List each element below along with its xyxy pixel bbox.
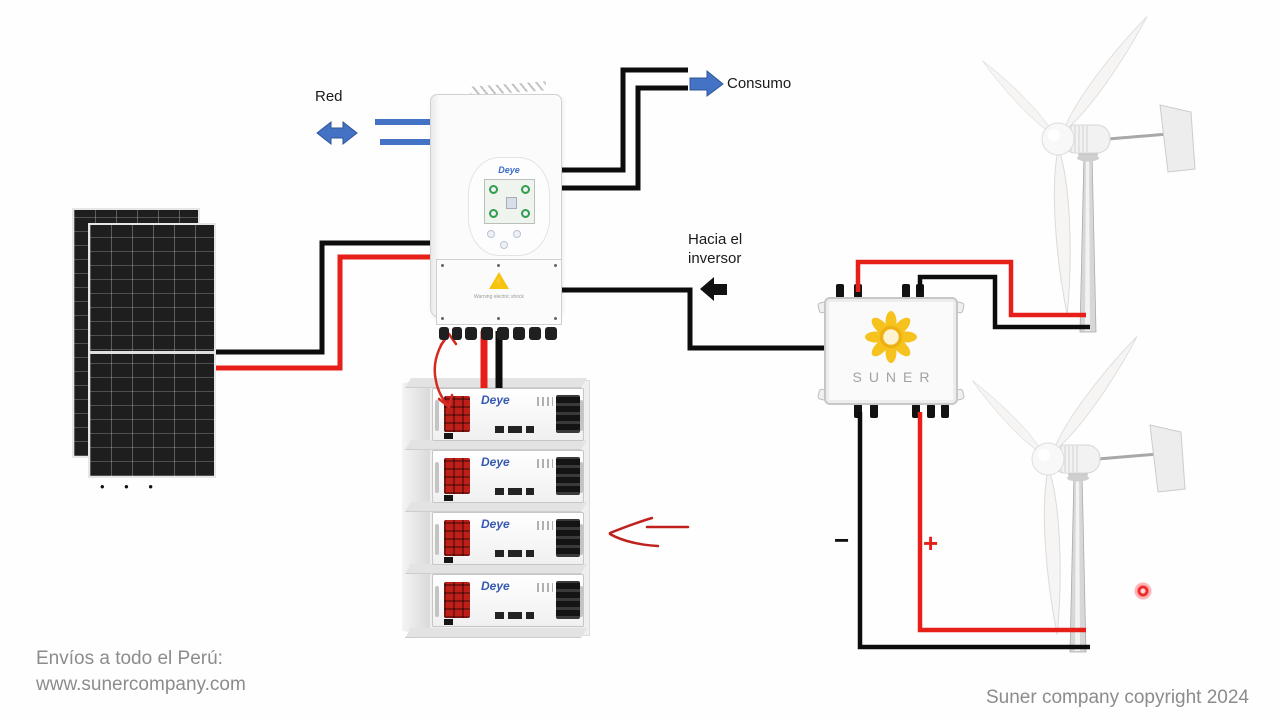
controller-input-connector [836,284,844,298]
consumption-wire [560,85,688,191]
battery-module: Deye [432,512,584,565]
shipping-text-line1: Envíos a todo el Perú: [36,648,223,669]
inverter-warning-text: Warning electric shock [473,294,525,300]
consumption-arrow-icon [689,69,724,97]
copyright-text: Suner company copyright 2024 [986,687,1249,708]
battery-brand-logo: Deye [481,517,510,531]
battery-negative-terminal [556,519,580,557]
battery-stack: Deye Deye Deye [402,376,602,642]
pv-positive-wire [216,254,432,371]
battery-module: Deye [432,574,584,627]
pv-negative-wire [216,240,432,355]
inverter-connectors [437,327,561,341]
inverter-button [500,241,508,249]
inverter-button [487,230,495,238]
consumption-wire [560,67,688,173]
warning-bolt-icon: ⚡ [494,277,504,286]
battery-negative-terminal [556,457,580,495]
shipping-url: www.sunercompany.com [36,674,246,695]
to-inverter-label-line2: inversor [688,250,742,267]
battery-vent [537,459,553,468]
inverter-body: Deye ⚡ Warning electric shock [430,94,562,340]
battery-positive-terminal [444,520,470,556]
to-inverter-label-line1: Hacia el [688,231,743,248]
grid-label: Red [315,88,343,105]
battery-module: Deye [432,388,584,441]
controller-input-connector [854,284,862,298]
consumption-label: Consumo [727,75,792,92]
controller-input-connector [902,284,910,298]
battery-module: Deye [432,450,584,503]
warning-triangle-icon [489,272,509,289]
negative-label: − [834,525,850,555]
panel-divider [90,350,214,354]
battery-vent [537,521,553,530]
wind-controller: SUNER [816,284,966,418]
sun-logo-icon [865,311,917,363]
red-pointer-arrow-icon [608,516,690,548]
solar-panel-front [88,223,216,478]
inverter-lcd-screen [484,179,535,224]
grid-line [375,119,432,125]
grid-double-arrow-icon [316,120,358,146]
to-inverter-arrow-icon [700,277,727,301]
controller-output-connector [927,404,935,418]
battery-brand-logo: Deye [481,393,510,407]
controller-output-connector [870,404,878,418]
battery-negative-terminal [556,395,580,433]
controller-output-connector [854,404,862,418]
battery-positive-terminal [444,396,470,432]
controller-to-inverter-wire [560,287,824,351]
controller-output-connector [941,404,949,418]
battery-vent [537,583,553,592]
inverter-terminal-box: ⚡ Warning electric shock [436,259,562,325]
inverter-display-panel: Deye [468,157,550,256]
panel-ellipsis: • • • [100,479,161,494]
positive-label: + [923,528,939,558]
battery-brand-logo: Deye [481,455,510,469]
battery-negative-terminal [556,581,580,619]
inverter-brand-logo: Deye [498,165,520,175]
grid-line [380,139,432,145]
hybrid-inverter: Deye ⚡ Warning electric shock [428,81,564,340]
inverter-button [513,230,521,238]
wind-turbine-2 [960,331,1210,683]
battery-positive-terminal [444,582,470,618]
battery-brand-logo: Deye [481,579,510,593]
battery-vent [537,397,553,406]
controller-brand-label: SUNER [852,369,937,385]
battery-positive-terminal [444,458,470,494]
wind-turbine-1 [970,11,1220,363]
laser-pointer-dot [1134,582,1152,600]
controller-input-connector [916,284,924,298]
controller-output-connector [912,404,920,418]
